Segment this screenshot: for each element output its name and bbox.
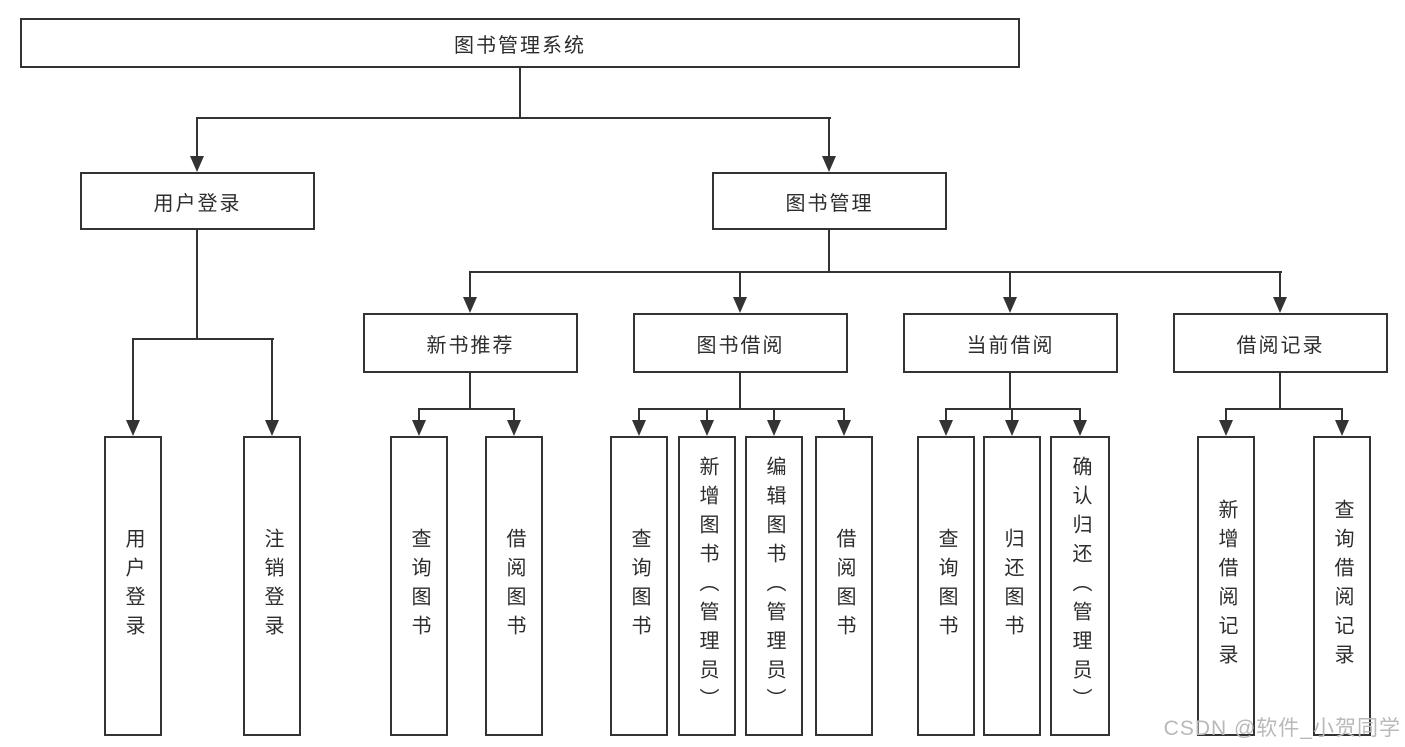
connector-stub [1011, 408, 1013, 420]
node-current-borrow: 当前借阅 [903, 313, 1118, 373]
leaf-bb-borrow-books: 借阅图书 [815, 436, 873, 736]
connector-root-stem [519, 68, 521, 118]
connector-stub [1341, 408, 1343, 420]
leaf-br-query-record: 查询借阅记录 [1313, 436, 1371, 736]
arrow-down-icon [1273, 297, 1287, 313]
connector-stub [1225, 408, 1227, 420]
arrow-down-icon [939, 420, 953, 436]
connector-stub [132, 338, 134, 420]
connector-stub [271, 338, 273, 420]
arrow-down-icon [632, 420, 646, 436]
arrow-down-icon [190, 156, 204, 172]
connector-stub [418, 408, 420, 420]
arrow-down-icon [1073, 420, 1087, 436]
connector-user-login-bus [132, 338, 274, 340]
arrow-down-icon [700, 420, 714, 436]
connector-stub [513, 408, 515, 420]
arrow-down-icon [463, 297, 477, 313]
arrow-down-icon [1003, 297, 1017, 313]
leaf-bb-add-books-admin: 新增图书（管理员） [678, 436, 736, 736]
csdn-watermark: CSDN @软件_小贺同学 [1163, 717, 1401, 740]
connector-stub [706, 408, 708, 420]
connector-user-login-stem [196, 230, 198, 338]
leaf-cb-confirm-return-admin: 确认归还（管理员） [1050, 436, 1110, 736]
node-library-management-system: 图书管理系统 [20, 18, 1020, 68]
leaf-user-login: 用户登录 [104, 436, 162, 736]
arrow-down-icon [412, 420, 426, 436]
leaf-br-add-record: 新增借阅记录 [1197, 436, 1255, 736]
node-user-login: 用户登录 [80, 172, 315, 230]
arrow-down-icon [822, 156, 836, 172]
leaf-nbr-borrow-books: 借阅图书 [485, 436, 543, 736]
connector-stub [773, 408, 775, 420]
connector-stub [739, 271, 741, 299]
node-book-management: 图书管理 [712, 172, 947, 230]
connector-stub [828, 117, 830, 156]
node-book-borrow: 图书借阅 [633, 313, 848, 373]
connector-stub [1009, 271, 1011, 299]
connector-book-mgmt-stem [828, 230, 830, 271]
leaf-cb-query-books: 查询图书 [917, 436, 975, 736]
leaf-cb-return-books: 归还图书 [983, 436, 1041, 736]
arrow-down-icon [507, 420, 521, 436]
connector-bus [945, 408, 1081, 410]
connector-stem [1279, 373, 1281, 408]
connector-stub [1079, 408, 1081, 420]
arrow-down-icon [126, 420, 140, 436]
arrow-down-icon [1335, 420, 1349, 436]
connector-stub [843, 408, 845, 420]
arrow-down-icon [837, 420, 851, 436]
leaf-logout: 注销登录 [243, 436, 301, 736]
arrow-down-icon [767, 420, 781, 436]
connector-stem [469, 373, 471, 408]
node-new-book-recommend: 新书推荐 [363, 313, 578, 373]
leaf-nbr-query-books: 查询图书 [390, 436, 448, 736]
connector-bus [418, 408, 515, 410]
connector-stub [196, 117, 198, 156]
connector-stem [1009, 373, 1011, 408]
connector-book-mgmt-bus [469, 271, 1282, 273]
connector-stub [1279, 271, 1281, 299]
connector-stub [469, 271, 471, 299]
connector-stub [638, 408, 640, 420]
arrow-down-icon [733, 297, 747, 313]
leaf-bb-query-books: 查询图书 [610, 436, 668, 736]
connector-bus [638, 408, 845, 410]
connector-bus [1225, 408, 1343, 410]
leaf-bb-edit-books-admin: 编辑图书（管理员） [745, 436, 803, 736]
arrow-down-icon [1005, 420, 1019, 436]
arrow-down-icon [265, 420, 279, 436]
connector-root-bus [196, 117, 831, 119]
connector-stem [739, 373, 741, 408]
node-borrow-records: 借阅记录 [1173, 313, 1388, 373]
arrow-down-icon [1219, 420, 1233, 436]
connector-stub [945, 408, 947, 420]
